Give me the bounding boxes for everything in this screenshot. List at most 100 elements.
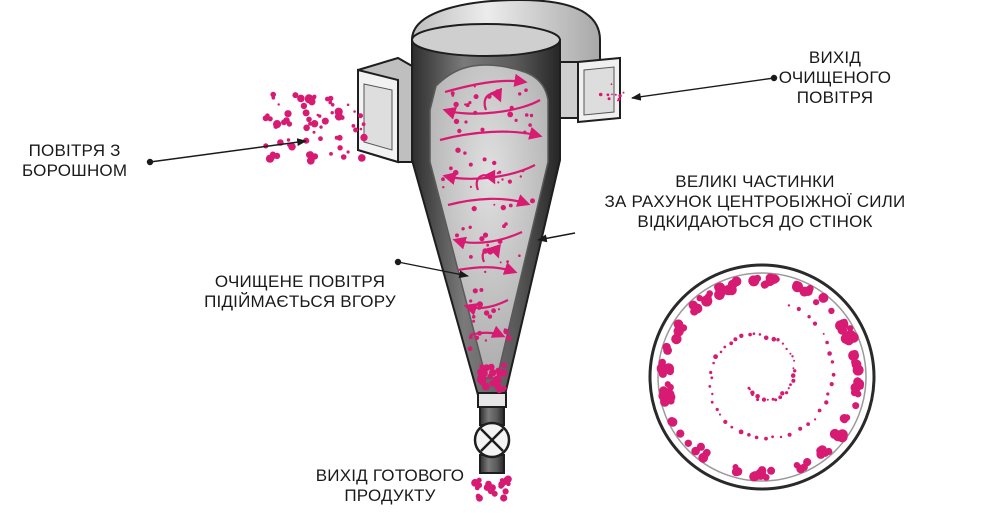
particle-dot xyxy=(789,383,792,386)
particle-dot xyxy=(480,127,485,132)
particle-dot xyxy=(302,109,310,117)
particle-dot xyxy=(487,373,493,380)
particle-dot xyxy=(796,464,806,474)
particle-dot xyxy=(468,225,472,229)
particle-dot xyxy=(491,308,496,314)
particle-dot xyxy=(468,162,473,167)
particle-dot xyxy=(477,330,482,336)
particle-dot xyxy=(505,334,512,341)
particle-dot xyxy=(361,122,366,127)
particle-dot xyxy=(774,398,778,402)
particle-dot xyxy=(502,488,509,495)
particle-dot xyxy=(750,390,755,395)
particle-dot xyxy=(340,154,347,160)
particle-dot xyxy=(479,364,485,370)
particle-dot xyxy=(708,385,712,388)
particle-dot xyxy=(814,418,817,421)
particle-dot xyxy=(500,494,508,502)
particle-dot xyxy=(530,198,535,204)
particle-dot xyxy=(319,125,323,129)
particle-dot xyxy=(785,391,789,395)
particle-dot xyxy=(495,89,501,94)
particle-dot xyxy=(464,103,467,106)
particle-dot xyxy=(521,169,525,173)
particle-dot xyxy=(468,335,473,340)
particle-dot xyxy=(723,419,728,424)
particle-dot xyxy=(854,362,861,369)
particle-dot xyxy=(328,100,333,105)
particle-dot xyxy=(762,474,770,481)
particle-dot xyxy=(713,354,718,360)
particle-dot xyxy=(473,94,479,100)
particle-dot xyxy=(518,92,522,96)
particle-dot xyxy=(334,112,343,121)
particle-dot xyxy=(478,369,485,376)
particle-dot xyxy=(497,308,501,311)
particle-dot xyxy=(790,373,796,378)
particle-dot xyxy=(487,248,494,255)
particle-dot xyxy=(472,288,478,294)
particle-dot xyxy=(659,386,669,396)
particle-dot xyxy=(474,335,480,341)
particle-dot xyxy=(796,306,801,312)
particle-dot xyxy=(284,110,292,118)
particle-dot xyxy=(479,236,485,242)
particle-dot xyxy=(524,113,529,117)
particle-dot xyxy=(739,333,744,338)
particle-dot xyxy=(711,392,714,396)
particle-dot xyxy=(308,121,313,126)
particle-dot xyxy=(852,402,860,410)
cross-section-view xyxy=(648,263,876,491)
particle-dot xyxy=(262,115,269,122)
particle-dot xyxy=(471,479,479,487)
particle-dot xyxy=(467,346,473,352)
particle-dot xyxy=(825,447,833,456)
particle-dot xyxy=(271,96,276,100)
particle-dot xyxy=(831,432,839,439)
inlet-label: ПОВІТРЯ З БОРОШНОМ xyxy=(22,141,128,180)
particle-dot xyxy=(658,358,666,367)
particle-dot xyxy=(614,93,617,96)
particle-dot xyxy=(756,398,760,402)
particle-dot xyxy=(611,93,613,96)
particle-dot xyxy=(781,342,785,345)
inlet-duct xyxy=(357,56,413,164)
particle-dot xyxy=(718,413,722,416)
particle-dot xyxy=(346,150,350,154)
particle-dot xyxy=(495,367,502,374)
particle-dot xyxy=(778,395,783,400)
large-particles-label: ВЕЛИКІ ЧАСТИНКИ ЗА РАХУНОК ЦЕНТРОБІЖНОЇ … xyxy=(604,172,906,231)
particle-dot xyxy=(789,352,792,355)
particle-dot xyxy=(523,130,527,135)
particle-dot xyxy=(763,335,769,341)
particle-dot xyxy=(771,435,774,439)
particle-dot xyxy=(337,145,343,151)
leader-lines xyxy=(146,74,778,279)
particle-dot xyxy=(610,83,613,86)
particle-dot xyxy=(283,117,290,124)
particle-dot xyxy=(691,446,700,456)
particle-dot xyxy=(598,92,603,97)
particle-dot xyxy=(493,203,496,206)
particle-dot xyxy=(667,417,677,426)
particle-dot xyxy=(484,270,487,274)
particle-dot xyxy=(452,169,459,176)
particle-dot xyxy=(710,376,714,380)
particle-dot xyxy=(453,101,459,108)
particle-dot xyxy=(476,494,483,502)
particle-dot xyxy=(455,147,461,153)
particle-dot xyxy=(841,416,848,424)
outlet-duct xyxy=(559,56,621,124)
particle-dot xyxy=(712,361,715,365)
particle-dot xyxy=(791,378,796,383)
particle-dot xyxy=(813,299,820,306)
particle-dot xyxy=(353,110,356,113)
particle-dot xyxy=(617,99,619,102)
particle-dot xyxy=(453,118,460,125)
particle-dot xyxy=(506,260,509,263)
particle-dot xyxy=(288,142,296,151)
particle-dot xyxy=(459,238,463,241)
particle-dot xyxy=(488,363,495,371)
particle-dot xyxy=(496,334,500,338)
particle-dot xyxy=(303,124,310,132)
